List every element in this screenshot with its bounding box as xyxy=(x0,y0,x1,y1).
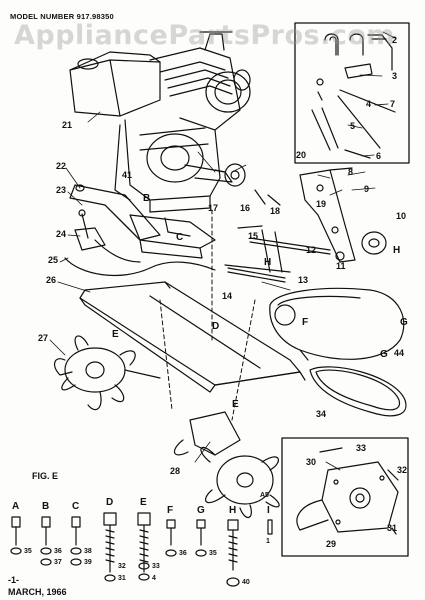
tine-shield xyxy=(79,281,306,393)
callout-10: 10 xyxy=(396,211,407,221)
letter-b-main: B xyxy=(143,193,151,204)
callout-8: 8 xyxy=(348,167,354,177)
letter-e-main: E xyxy=(112,329,119,340)
callout-33: 33 xyxy=(356,443,367,453)
hardware-bolts xyxy=(11,512,273,573)
shift-rod xyxy=(227,267,286,283)
belt-cover xyxy=(269,287,405,361)
hw-36-f: 36 xyxy=(179,550,187,557)
callout-30: 30 xyxy=(306,457,317,467)
callout-5: 5 xyxy=(350,121,356,131)
figure-label: FIG. E xyxy=(32,471,59,481)
page-number: -1- xyxy=(8,575,19,585)
idler-pulley xyxy=(361,231,387,255)
hw-33-e: 33 xyxy=(152,563,160,570)
callout-26: 26 xyxy=(46,275,57,285)
callout-24: 24 xyxy=(56,229,67,239)
watermark: AppliancePartsPros.com xyxy=(14,20,396,51)
bolt-letter-d: D xyxy=(106,497,114,508)
idler-bracket xyxy=(299,167,356,263)
hw-35-a: 35 xyxy=(24,548,32,555)
hw-32-d: 32 xyxy=(118,563,126,570)
bolt-letter-a: A xyxy=(12,501,20,512)
control-plate xyxy=(129,214,216,259)
callout-34: 34 xyxy=(316,409,327,419)
callout-16: 16 xyxy=(240,203,251,213)
callout-4: 4 xyxy=(366,99,372,109)
model-number-heading: MODEL NUMBER 917.98350 xyxy=(10,12,114,21)
bolt-letter-h: H xyxy=(229,505,237,516)
engine-assembly xyxy=(69,31,251,213)
leader-lines xyxy=(49,31,396,471)
bolt-letter-c: C xyxy=(72,501,80,512)
shift-linkage xyxy=(224,189,345,273)
callout-14: 14 xyxy=(222,291,233,301)
control-lever xyxy=(74,209,141,263)
callout-9: 9 xyxy=(364,184,370,194)
engine-pulley xyxy=(214,163,246,187)
letter-e-lower: E xyxy=(232,399,239,410)
callout-3: 3 xyxy=(392,71,398,81)
callout-17: 17 xyxy=(208,203,219,213)
callout-15: 15 xyxy=(248,231,259,241)
callout-2: 2 xyxy=(392,35,398,45)
control-cable xyxy=(64,257,216,277)
hw-40-h: 40 xyxy=(242,579,250,586)
left-tine-assembly xyxy=(53,335,161,411)
callout-27: 27 xyxy=(38,333,49,343)
drive-shaft-center-line xyxy=(159,209,256,421)
hardware-inset-frame xyxy=(294,22,410,164)
callout-20: 20 xyxy=(296,150,307,160)
hw-1-i: 1 xyxy=(266,538,270,545)
callout-22: 22 xyxy=(56,161,67,171)
callout-31: 31 xyxy=(387,523,398,533)
hw-31-d: 31 xyxy=(118,575,126,582)
hw-38-c: 38 xyxy=(84,548,92,555)
letter-h-main: H xyxy=(393,245,401,256)
hw-35-g: 35 xyxy=(209,550,217,557)
inset-parts xyxy=(311,33,396,159)
lower-tine-assembly xyxy=(174,411,280,518)
letter-d-main: D xyxy=(212,321,220,332)
callout-23: 23 xyxy=(56,185,67,195)
letter-g-cover: G xyxy=(380,349,388,360)
hw-4-e: 4 xyxy=(152,575,156,582)
callout-13: 13 xyxy=(298,275,309,285)
callout-12: 12 xyxy=(306,245,317,255)
bolt-letter-g: G xyxy=(197,505,205,516)
bolt-letter-f: F xyxy=(167,505,174,516)
callout-21: 21 xyxy=(62,120,73,130)
callout-7: 7 xyxy=(390,99,396,109)
letter-h-linkage: H xyxy=(264,257,272,268)
letter-f-main: F xyxy=(302,317,309,328)
callout-11: 11 xyxy=(336,261,346,271)
inset-code: A5 xyxy=(260,492,269,499)
bolt-letter-e: E xyxy=(140,497,147,508)
drive-belt xyxy=(309,366,407,417)
callout-29: 29 xyxy=(326,539,337,549)
tine-hub-inset-frame xyxy=(281,437,409,557)
callout-25: 25 xyxy=(48,255,59,265)
callout-28: 28 xyxy=(170,466,181,476)
hw-39-c: 39 xyxy=(84,559,92,566)
callout-6: 6 xyxy=(376,151,382,161)
tine-hub-detail xyxy=(296,447,399,535)
callout-32: 32 xyxy=(397,465,408,475)
callout-44: 44 xyxy=(394,348,405,358)
letter-c-main: C xyxy=(176,232,184,243)
bolt-letter-i: I xyxy=(267,505,270,516)
callout-18: 18 xyxy=(270,206,281,216)
letter-g-main: G xyxy=(400,317,408,328)
revision-date: MARCH, 1966 xyxy=(8,587,67,597)
callout-41: 41 xyxy=(122,170,133,180)
hardware-washers-nuts xyxy=(10,547,240,587)
hw-36-b: 36 xyxy=(54,548,62,555)
bolt-letter-b: B xyxy=(42,501,50,512)
hw-37-b: 37 xyxy=(54,559,62,566)
callout-19: 19 xyxy=(316,199,327,209)
